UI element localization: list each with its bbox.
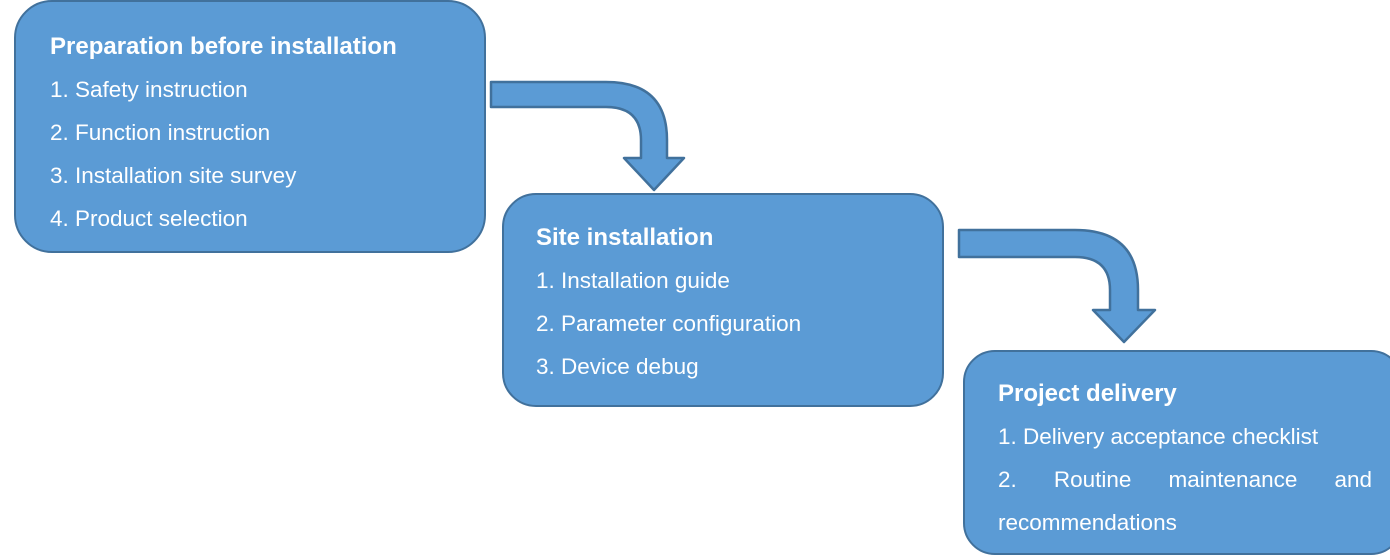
stage-project-delivery-list: 1. Delivery acceptance checklist 2. Rout… [998, 422, 1390, 544]
list-item: 2. Routine maintenance and recommendatio… [998, 467, 1372, 535]
arrow-site-to-delivery [957, 228, 1157, 344]
stage-project-delivery-box: Project delivery 1. Delivery acceptance … [963, 350, 1390, 555]
stage-site-installation-box: Site installation 1. Installation guide … [502, 193, 944, 407]
list-item: 1. Safety instruction [50, 77, 248, 102]
stage-preparation-box: Preparation before installation 1. Safet… [14, 0, 486, 253]
stage-project-delivery-title: Project delivery [998, 380, 1177, 407]
list-item: 1. Delivery acceptance checklist [998, 424, 1319, 449]
list-item: 2. Parameter configuration [536, 311, 802, 336]
list-item: 2. Function instruction [50, 120, 271, 145]
list-item: 1. Installation guide [536, 268, 730, 293]
stage-preparation-list: 1. Safety instruction 2. Function instru… [50, 75, 484, 234]
list-item: 3. Installation site survey [50, 163, 297, 188]
arrow-prep-to-site [489, 80, 686, 192]
stage-preparation-title: Preparation before installation [50, 33, 397, 60]
stage-site-installation-title: Site installation [536, 224, 714, 251]
list-item: 4. Product selection [50, 206, 248, 231]
stage-site-installation-list: 1. Installation guide 2. Parameter confi… [536, 266, 942, 382]
list-item: 3. Device debug [536, 354, 699, 379]
